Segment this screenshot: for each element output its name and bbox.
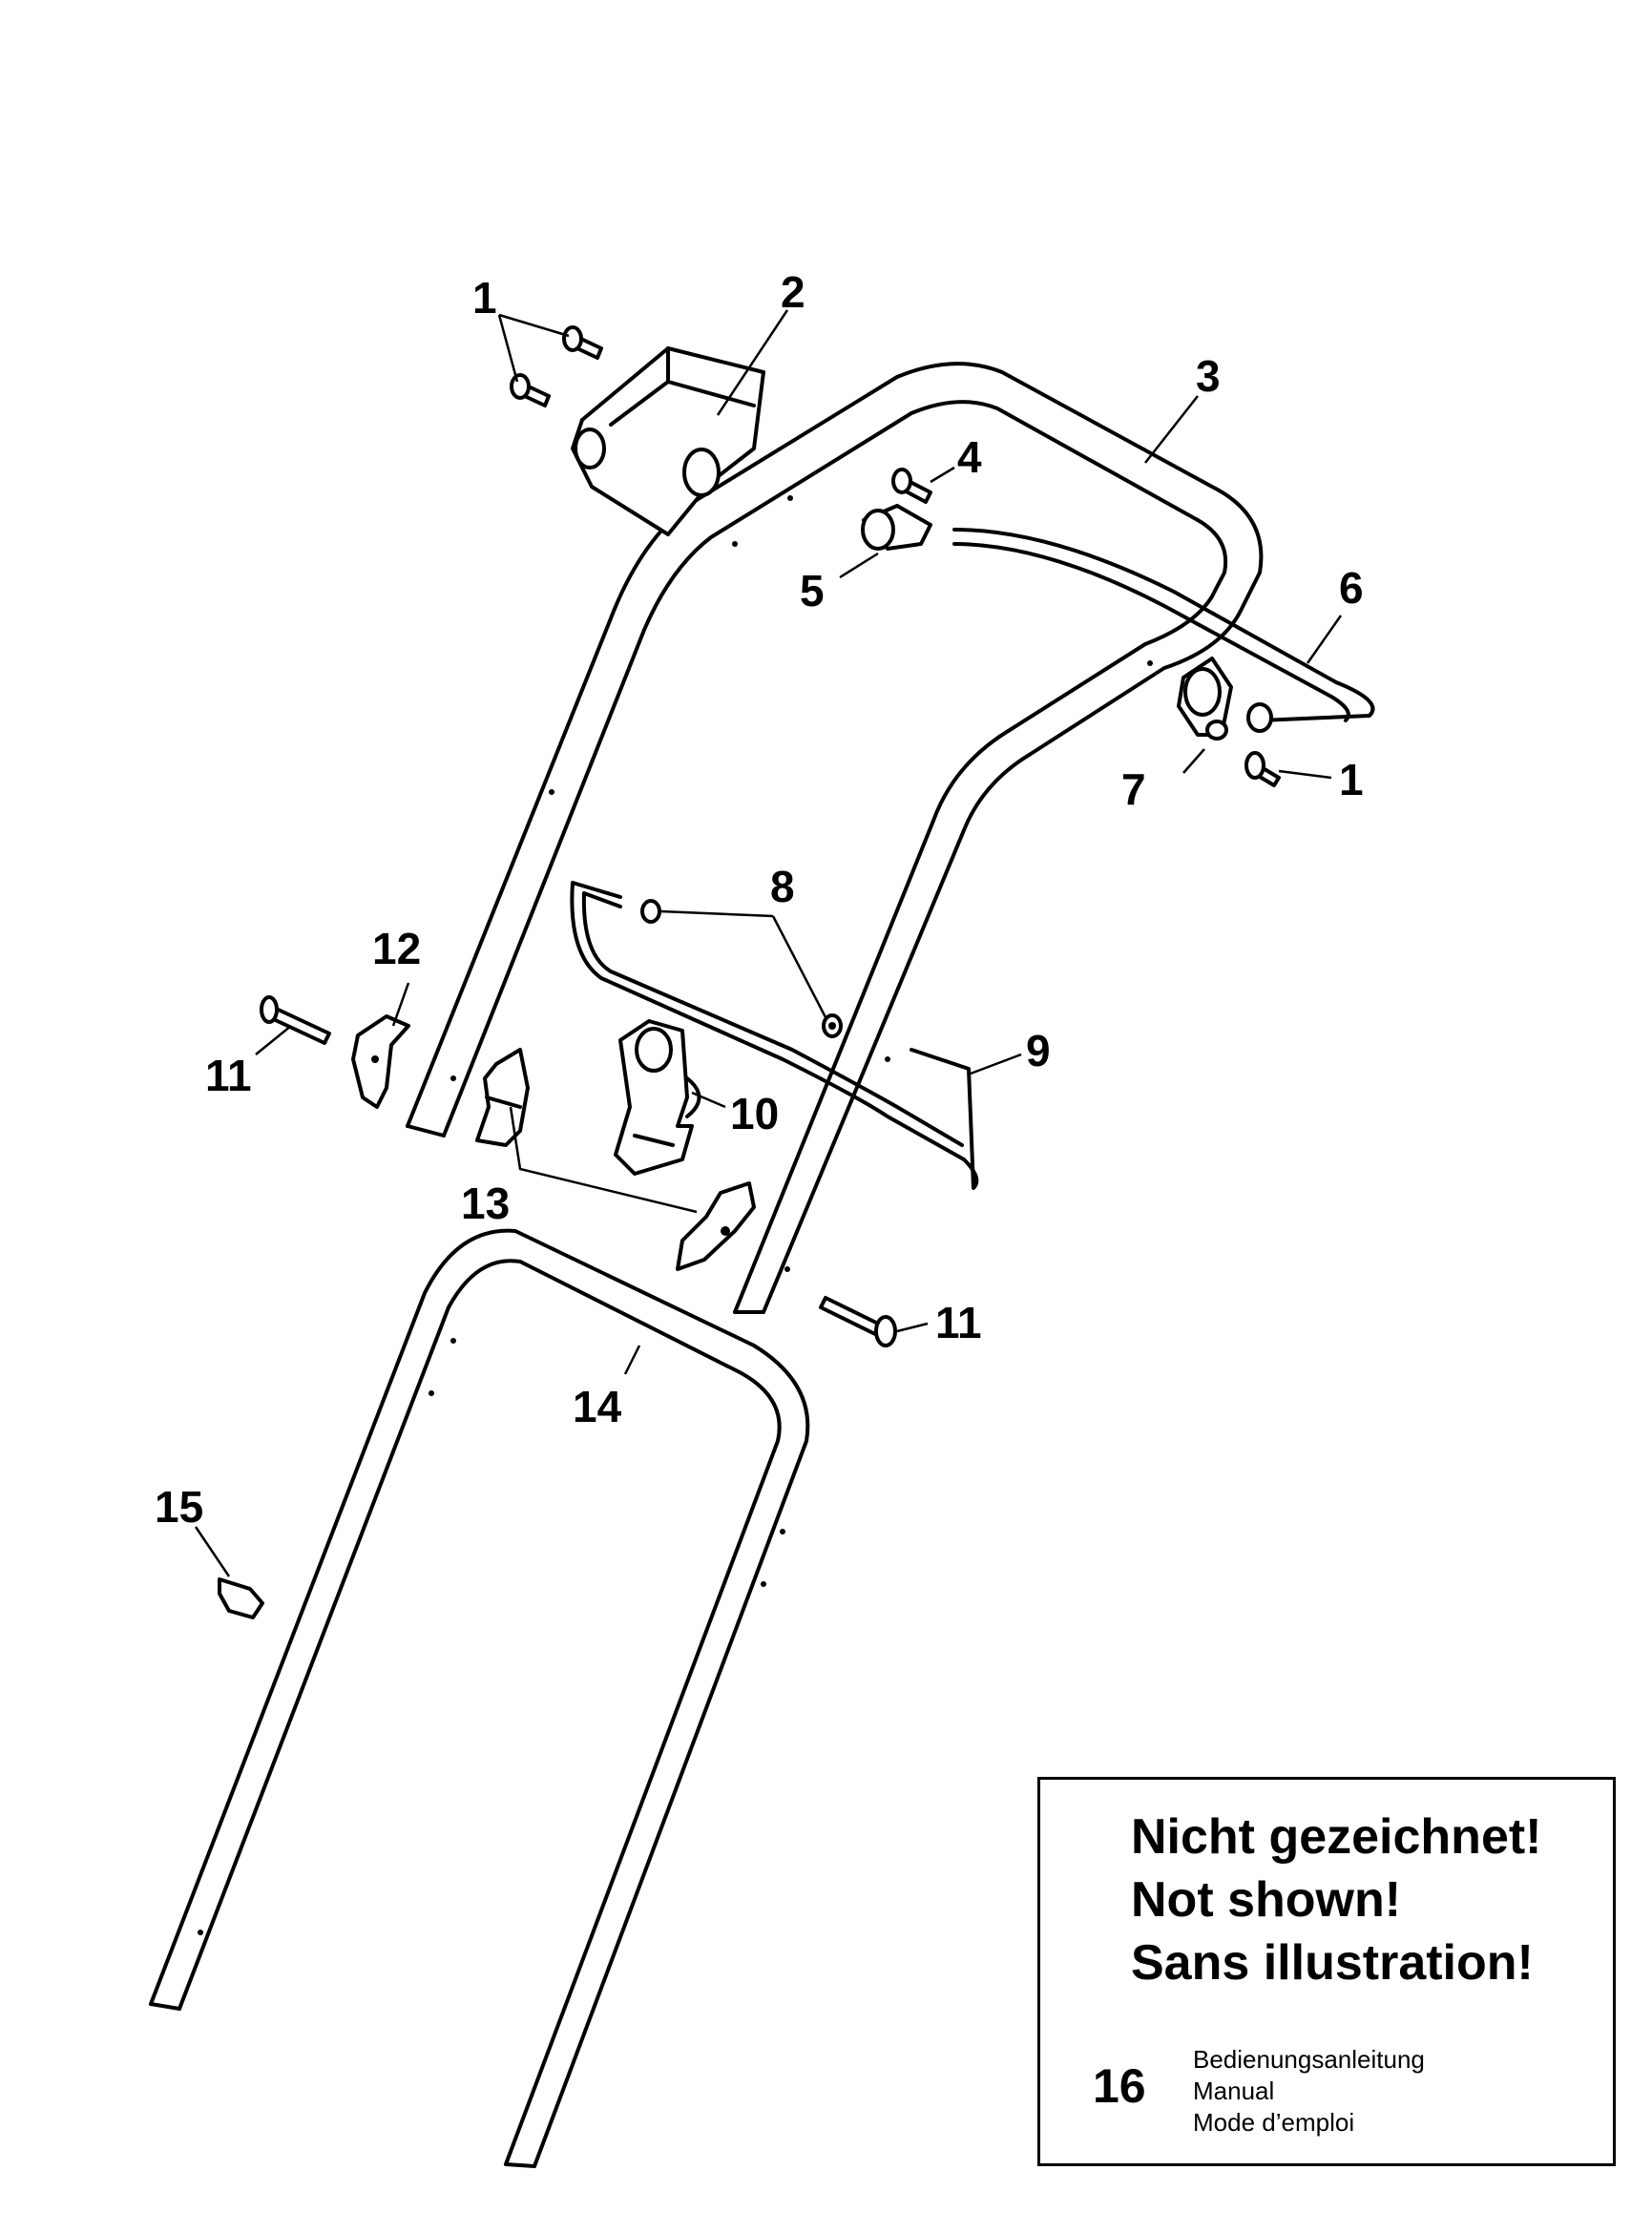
note-line-german: Nicht gezeichnet! — [1131, 1809, 1542, 1865]
note-line-english: Not shown! — [1131, 1872, 1402, 1928]
callout-1-right: 1 — [1339, 755, 1364, 804]
manual-desc-english: Manual — [1193, 2076, 1275, 2105]
hinge-bolt-11b — [819, 1296, 897, 1347]
manual-desc-french: Mode d’emploi — [1193, 2108, 1355, 2137]
end-plug-15 — [218, 1577, 264, 1619]
callout-12: 12 — [372, 924, 421, 973]
callout-4: 4 — [957, 432, 982, 482]
callout-7: 7 — [1121, 764, 1146, 814]
not-shown-note-box: Nicht gezeichnet! Not shown! Sans illust… — [1037, 1777, 1616, 2166]
callout-8: 8 — [770, 862, 795, 911]
quick-release-lever-13a — [475, 1048, 530, 1147]
callout-6: 6 — [1339, 563, 1364, 613]
note-line-french: Sans illustration! — [1131, 1935, 1534, 1991]
callout-10: 10 — [730, 1089, 779, 1138]
callout-11-left: 11 — [205, 1051, 252, 1100]
callout-2: 2 — [781, 267, 805, 317]
callout-14: 14 — [573, 1382, 622, 1431]
cable-guide-housing — [571, 346, 765, 536]
leader-lines — [194, 309, 1343, 1577]
upper-handle — [406, 362, 1264, 1314]
screw-4 — [891, 468, 932, 504]
lower-handle — [149, 1228, 810, 2168]
callout-3: 3 — [1196, 351, 1221, 401]
quick-release-lever-13b — [676, 1181, 756, 1271]
bow-rod-9 — [570, 881, 979, 1190]
hinge-bolt-11a — [260, 995, 331, 1045]
washer-8a — [640, 899, 661, 924]
callout-15: 15 — [155, 1482, 203, 1532]
callout-11-right: 11 — [935, 1298, 982, 1347]
nut-8b — [822, 1013, 843, 1038]
control-rod-6 — [952, 528, 1375, 733]
bracket-12 — [351, 1014, 410, 1109]
screw-1c — [1244, 751, 1281, 787]
callout-numbers: 1 2 3 4 5 6 7 1 8 12 9 11 10 13 11 14 15 — [155, 267, 1364, 1532]
callout-1-top: 1 — [472, 273, 497, 323]
cable-holder-10 — [614, 1019, 701, 1176]
callout-5: 5 — [800, 566, 825, 616]
manual-item-number: 16 — [1093, 2059, 1146, 2113]
manual-desc-german: Bedienungsanleitung — [1193, 2045, 1425, 2074]
cable-clamp-5 — [861, 504, 932, 551]
callout-9: 9 — [1026, 1026, 1051, 1075]
cable-clamp-7 — [1177, 657, 1233, 741]
callout-13: 13 — [461, 1179, 510, 1228]
screw-1a — [562, 325, 603, 360]
